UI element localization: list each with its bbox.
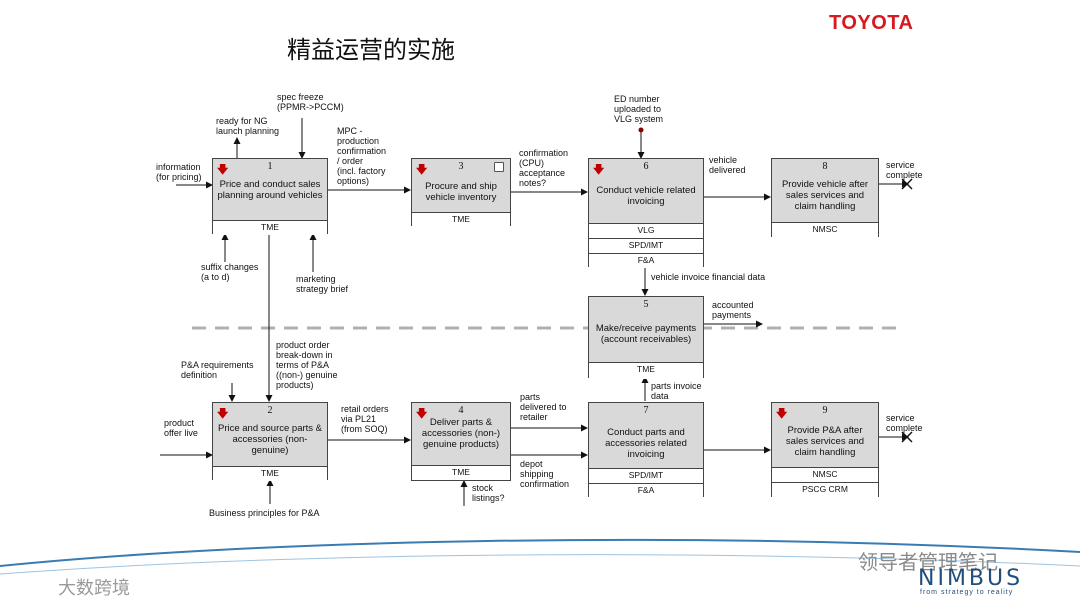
process-box-2[interactable]: 🡇 2 Price and source parts & accessories… xyxy=(212,402,328,481)
toyota-logo: TOYOTA xyxy=(829,12,914,34)
box-owner: F&A xyxy=(589,483,703,498)
box-label: Price and source parts & accessories (no… xyxy=(217,423,323,456)
box-number: 9 xyxy=(822,405,828,416)
process-box-3[interactable]: 🡇 3 Procure and ship vehicle inventory T… xyxy=(411,158,511,227)
label-depot-shipping: depot shipping confirmation xyxy=(520,459,570,489)
box-owner: SPD/IMT xyxy=(589,468,703,483)
label-product-offer: product offer live xyxy=(164,418,198,438)
box-number: 3 xyxy=(458,161,464,172)
box-label: Provide vehicle after sales services and… xyxy=(781,179,869,212)
box-label: Deliver parts & accessories (non-) genui… xyxy=(421,417,501,450)
label-retail-orders: retail orders via PL21 (from SOQ) xyxy=(341,404,389,434)
label-information: information (for pricing) xyxy=(156,162,202,182)
label-service-complete-2: service complete xyxy=(886,413,923,433)
box-number: 2 xyxy=(267,405,273,416)
box-owner: VLG xyxy=(589,223,703,238)
process-box-6[interactable]: 🡇 6 Conduct vehicle related invoicing VL… xyxy=(588,158,704,268)
label-product-order: product order break-down in terms of P&A… xyxy=(276,340,338,390)
label-stock-listings: stock listings? xyxy=(472,483,505,503)
box-owner: F&A xyxy=(589,253,703,268)
red-down-arrow-icon: 🡇 xyxy=(217,408,229,420)
nimbus-tagline: from strategy to reality xyxy=(920,589,1014,596)
red-down-arrow-icon: 🡇 xyxy=(776,408,788,420)
box-owner: TME xyxy=(213,466,327,481)
box-label: Conduct vehicle related invoicing xyxy=(596,185,696,207)
box-owner: PSCG CRM xyxy=(772,482,878,498)
box-label: Make/receive payments (account receivabl… xyxy=(595,323,697,345)
red-down-arrow-icon: 🡇 xyxy=(217,164,229,176)
label-business-principles: Business principles for P&A xyxy=(209,508,320,518)
box-owner: NMSC xyxy=(772,222,878,238)
box-owner: TME xyxy=(589,362,703,379)
ed-number-dot xyxy=(638,127,644,133)
label-ready-ng: ready for NG launch planning xyxy=(216,116,280,136)
box-number: 6 xyxy=(643,161,649,172)
label-accounted-payments: accounted payments xyxy=(712,300,754,320)
box-label: Provide P&A after sales services and cla… xyxy=(785,425,865,458)
process-box-4[interactable]: 🡇 4 Deliver parts & accessories (non-) g… xyxy=(411,402,511,481)
note-icon xyxy=(494,162,504,172)
watermark-left: 大数跨境 xyxy=(58,578,130,599)
process-box-9[interactable]: 🡇 9 Provide P&A after sales services and… xyxy=(771,402,879,498)
red-down-arrow-icon: 🡇 xyxy=(593,164,605,176)
label-parts-invoice: parts invoice data xyxy=(651,381,702,401)
process-box-5[interactable]: 5 Make/receive payments (account receiva… xyxy=(588,296,704,379)
box-label: Conduct parts and accessories related in… xyxy=(605,427,687,460)
page-title: 精益运营的实施 xyxy=(287,36,455,64)
footer-wave xyxy=(0,538,1080,567)
label-service-complete-1: service complete xyxy=(886,160,923,180)
label-parts-delivered: parts delivered to retailer xyxy=(520,392,567,422)
label-pa-requirements: P&A requirements definition xyxy=(181,360,254,380)
box-owner: SPD/IMT xyxy=(589,238,703,253)
box-label: Procure and ship vehicle inventory xyxy=(425,181,497,203)
box-owner: TME xyxy=(412,212,510,227)
watermark-right: 领导者管理笔记 xyxy=(858,550,998,574)
box-number: 7 xyxy=(643,405,649,416)
box-label: Price and conduct sales planning around … xyxy=(217,179,323,201)
box-number: 1 xyxy=(267,161,273,172)
label-ed-number: ED number uploaded to VLG system xyxy=(614,94,664,124)
label-confirmation: confirmation (CPU) acceptance notes? xyxy=(519,148,569,188)
process-box-8[interactable]: 8 Provide vehicle after sales services a… xyxy=(771,158,879,238)
label-mpc: MPC - production confirmation / order (i… xyxy=(337,126,387,186)
process-box-7[interactable]: 7 Conduct parts and accessories related … xyxy=(588,402,704,498)
label-vehicle-invoice: vehicle invoice financial data xyxy=(651,272,766,282)
box-number: 8 xyxy=(822,161,828,172)
label-marketing: marketing strategy brief xyxy=(296,274,349,294)
red-down-arrow-icon: 🡇 xyxy=(416,164,428,176)
red-down-arrow-icon: 🡇 xyxy=(416,408,428,420)
box-number: 4 xyxy=(458,405,464,416)
nimbus-logo: NIMBUS xyxy=(918,566,1024,591)
box-owner: TME xyxy=(412,465,510,480)
label-vehicle-delivered: vehicle delivered xyxy=(709,155,746,175)
box-owner: NMSC xyxy=(772,467,878,482)
process-box-1[interactable]: 🡇 1 Price and conduct sales planning aro… xyxy=(212,158,328,235)
box-owner: TME xyxy=(213,220,327,235)
label-spec-freeze: spec freeze (PPMR->PCCM) xyxy=(277,92,344,112)
label-suffix-changes: suffix changes (a to d) xyxy=(201,262,259,282)
box-number: 5 xyxy=(643,299,649,310)
